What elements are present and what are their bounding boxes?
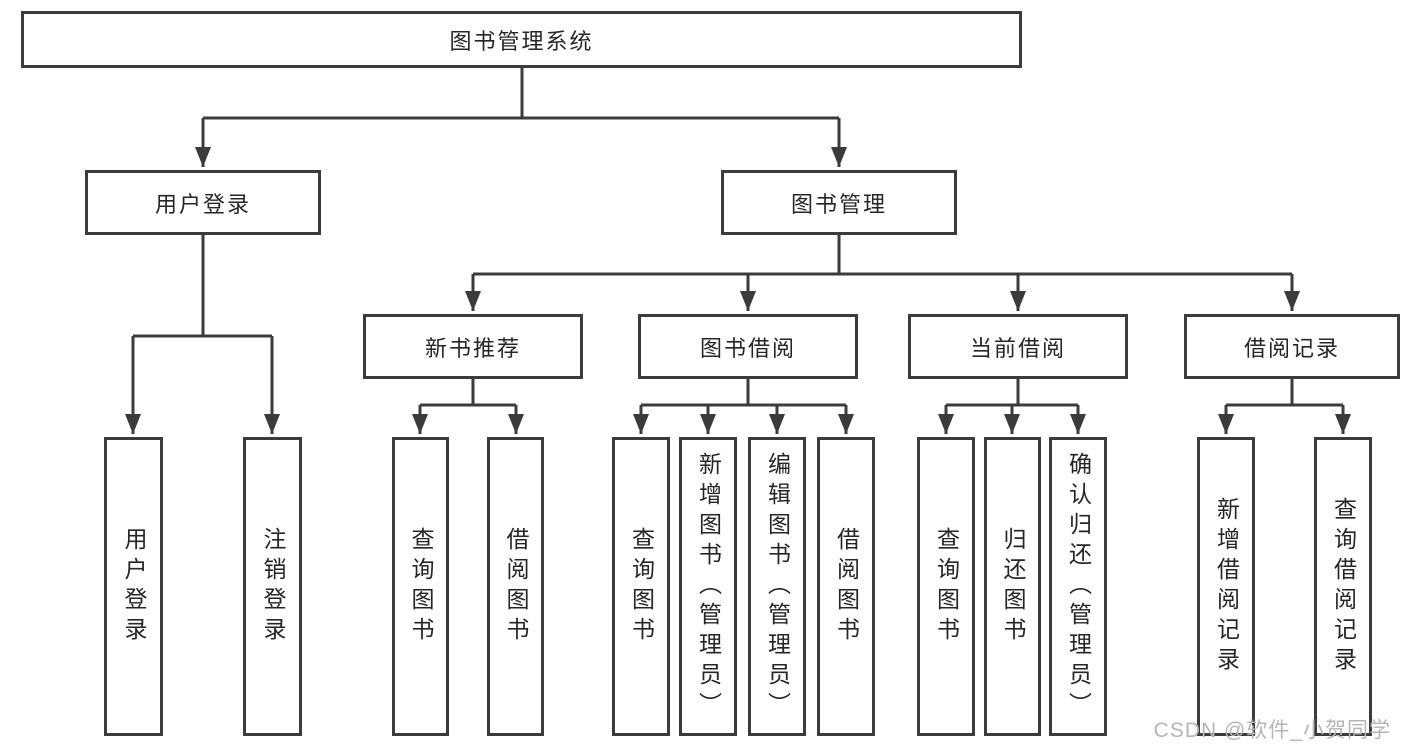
node-leaf-query-books-a: 查询图书	[392, 437, 449, 736]
node-label: 用户登录	[121, 526, 147, 647]
node-label: 新增图书（管理员）	[695, 451, 722, 722]
node-leaf-borrow-books-b: 借阅图书	[817, 437, 875, 736]
node-leaf-add-borrow-record: 新增借阅记录	[1197, 437, 1255, 736]
node-current-borrowing: 当前借阅	[908, 314, 1128, 379]
node-leaf-query-borrow-record: 查询借阅记录	[1314, 437, 1372, 736]
node-label: 借阅图书	[833, 526, 860, 647]
node-label: 当前借阅	[969, 335, 1066, 361]
node-leaf-edit-books-admin: 编辑图书（管理员）	[748, 437, 806, 736]
node-book-borrowing: 图书借阅	[638, 314, 858, 379]
node-label: 借阅图书	[503, 526, 529, 647]
node-label: 查询图书	[628, 526, 655, 647]
node-label: 确认归还（管理员）	[1065, 451, 1092, 722]
node-label: 编辑图书（管理员）	[764, 451, 791, 722]
node-new-book-recommend: 新书推荐	[363, 314, 583, 379]
node-leaf-query-books-b: 查询图书	[612, 437, 670, 736]
node-label: 新书推荐	[424, 335, 521, 361]
node-leaf-return-books: 归还图书	[984, 437, 1041, 736]
node-label: 用户登录	[154, 191, 251, 217]
node-leaf-query-books-c: 查询图书	[917, 437, 975, 736]
node-label: 图书管理系统	[449, 28, 594, 54]
node-leaf-user-login: 用户登录	[104, 437, 163, 736]
csdn-watermark: CSDN @软件_小贺同学	[1153, 719, 1391, 742]
node-label: 新增借阅记录	[1213, 496, 1240, 677]
node-leaf-confirm-return-admin: 确认归还（管理员）	[1049, 437, 1107, 736]
node-user-login: 用户登录	[85, 170, 321, 235]
node-label: 图书管理	[790, 191, 887, 217]
node-label: 查询图书	[933, 526, 960, 647]
node-label: 注销登录	[260, 526, 286, 647]
node-book-management: 图书管理	[721, 170, 957, 235]
node-borrowing-records: 借阅记录	[1184, 314, 1400, 379]
node-leaf-add-books-admin: 新增图书（管理员）	[679, 437, 737, 736]
node-leaf-borrow-books-a: 借阅图书	[487, 437, 544, 736]
node-label: 图书借阅	[699, 335, 796, 361]
node-label: 查询图书	[408, 526, 434, 647]
node-root: 图书管理系统	[21, 11, 1022, 68]
node-label: 归还图书	[1000, 526, 1026, 647]
node-leaf-logout: 注销登录	[243, 437, 302, 736]
node-label: 查询借阅记录	[1330, 496, 1357, 677]
node-label: 借阅记录	[1243, 335, 1340, 361]
